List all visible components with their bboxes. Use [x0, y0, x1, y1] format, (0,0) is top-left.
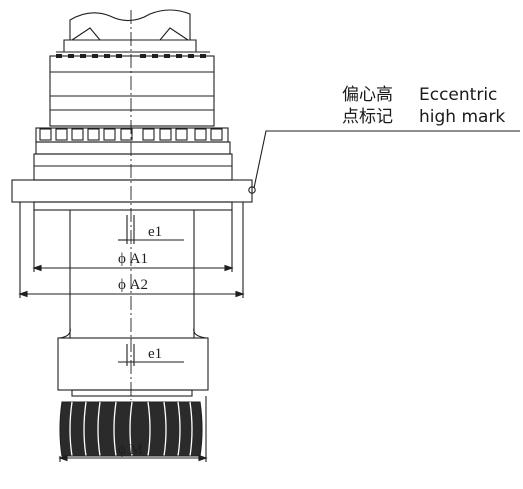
callout-cn-line1: 偏心高: [342, 85, 393, 105]
a1-label: ϕ A1: [118, 251, 148, 267]
e1-lower-dimension: [118, 344, 184, 366]
a1-dimension: [32, 210, 234, 272]
eccentric-mark-dot: [248, 186, 256, 194]
shaft-body: [59, 210, 207, 339]
e1-lower-label: e1: [148, 346, 162, 362]
a2-label: ϕ A2: [118, 277, 148, 293]
callout-leader: [253, 130, 520, 189]
top-crown: [56, 9, 210, 53]
e1-upper-label: e1: [148, 224, 162, 240]
lower-hub: [57, 337, 209, 397]
bolt-flange: [33, 127, 233, 181]
top-bolt-row: [56, 54, 206, 58]
callout-en-line1: Eccentric: [419, 85, 498, 105]
flange-bolt-heads: [39, 128, 223, 141]
callout-cn-line2: 点标记: [342, 107, 393, 127]
a2-dimension: [18, 202, 245, 298]
m-dimension: [58, 396, 208, 462]
e1-upper-dimension: [118, 215, 184, 244]
mounting-flange: [11, 179, 256, 211]
upper-housing: [49, 54, 215, 127]
m-label: ϕ M: [118, 442, 143, 458]
callout-en-line2: high mark: [419, 107, 506, 127]
